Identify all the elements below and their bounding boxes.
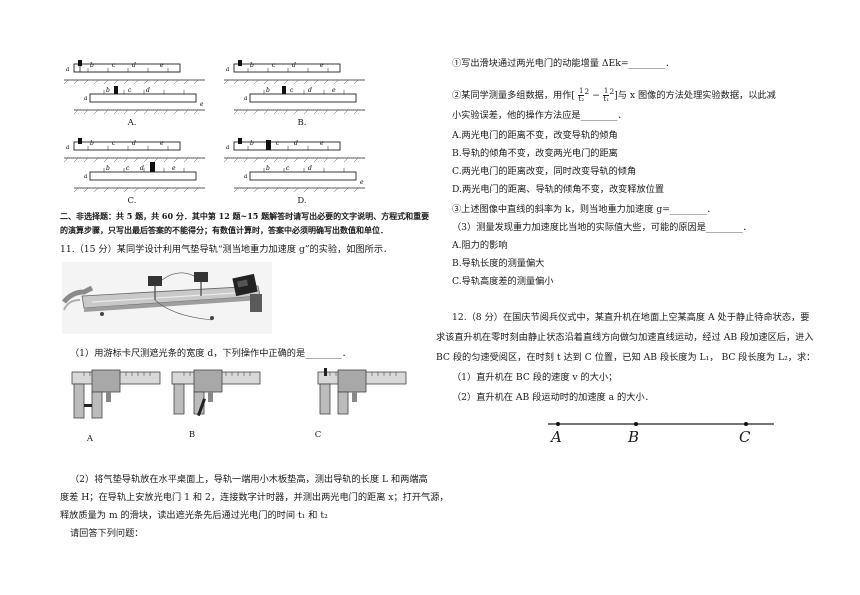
svg-text:c: c — [286, 165, 290, 172]
q11-part2-line1: （2）将气垫导轨放在水平桌面上，导轨一端用小木板垫高，测出导轨的长度 L 和两端… — [70, 474, 428, 485]
point-label-a: A — [551, 428, 562, 446]
fraction-denominator: t₂ — [578, 95, 584, 104]
svg-text:b: b — [106, 87, 110, 94]
caliper-label-c: C — [314, 430, 322, 440]
svg-text:e: e — [200, 101, 204, 108]
svg-text:a: a — [226, 144, 230, 151]
svg-text:d: d — [308, 165, 312, 172]
point-label-c: C — [739, 428, 751, 446]
q11-part1: （1）用游标卡尺测遮光条的宽度 d，下列操作中正确的是________． — [70, 348, 352, 359]
q11-part3-option-c: C.导轨高度差的测量偏小 — [452, 276, 554, 287]
svg-text:a: a — [226, 66, 230, 73]
svg-text:a: a — [244, 173, 248, 180]
q11-option-b: B.导轨的倾角不变，改变两光电门的距离 — [452, 148, 618, 159]
svg-text:d: d — [308, 87, 312, 94]
svg-text:a: a — [84, 173, 88, 180]
svg-text:c: c — [276, 140, 280, 147]
rail-figure-c: a b c d e a b c d e — [63, 138, 205, 193]
fraction-numerator: 1 — [602, 87, 610, 97]
q12-question2: （2）直升机在 AB 段运动时的加速度 a 的大小． — [452, 392, 654, 403]
q11-sub2-line2: 小实验误差，他的操作方法应是________． — [452, 110, 627, 121]
svg-text:a: a — [244, 95, 248, 102]
air-track-photo — [62, 262, 272, 334]
abc-line-diagram — [548, 422, 774, 426]
svg-text:a: a — [66, 66, 70, 73]
svg-text:c: c — [128, 87, 132, 94]
svg-text:c: c — [112, 140, 116, 147]
q11-sub2-prefix: ②某同学测量多组数据，用作[ — [452, 90, 576, 102]
svg-text:e: e — [332, 87, 336, 94]
svg-text:e: e — [320, 140, 324, 147]
q11-sub2-middle: ]与 x 图像的方法处理实验数据，以此减 — [614, 90, 776, 102]
svg-text:e: e — [172, 165, 176, 172]
q11-part3-option-a: A.阻力的影响 — [452, 240, 508, 251]
rail-figure-a: a b c d e a b c d e — [63, 60, 205, 115]
svg-text:d: d — [294, 140, 298, 147]
q12-line2: 求该直升机在零时刻由静止状态沿着直线方向做匀加速直线运动，经过 AB 段加速区后… — [436, 332, 814, 343]
svg-text:c: c — [112, 62, 116, 69]
svg-text:d: d — [132, 62, 136, 69]
rail-figure-d: a b c d e a b c d e — [223, 138, 365, 193]
svg-text:b: b — [90, 62, 94, 69]
caliper-label-b: B — [188, 430, 196, 440]
svg-text:b: b — [106, 165, 110, 172]
svg-text:b: b — [250, 140, 254, 147]
svg-text:d: d — [146, 87, 150, 94]
q12-line3: BC 段的匀速受阅区，在时刻 t 达到 C 位置，已知 AB 段长度为 L₁， … — [436, 352, 816, 363]
svg-text:b: b — [250, 62, 254, 69]
svg-text:e: e — [160, 62, 164, 69]
svg-text:b: b — [90, 140, 94, 147]
svg-text:a: a — [66, 144, 70, 151]
svg-text:b: b — [266, 165, 270, 172]
svg-text:e: e — [160, 140, 164, 147]
svg-text:d: d — [132, 140, 136, 147]
figure-label-a: A. — [127, 118, 137, 128]
q11-part2-line2: 度差 H；在导轨上安放光电门 1 和 2，连接数字计时器，并测出两光电门的距离 … — [60, 492, 449, 503]
q12-question1: （1）直升机在 BC 段的速度 v 的大小； — [452, 372, 618, 383]
q11-part2-line4: 请回答下列问题： — [70, 528, 144, 539]
figure-label-d: D. — [297, 196, 307, 206]
caliper-option-c — [317, 368, 407, 415]
figure-label-c: C. — [127, 196, 137, 206]
svg-text:c: c — [272, 62, 276, 69]
q11-option-c: C.两光电门的距离改变，同时改变导轨的倾角 — [452, 166, 637, 177]
q11-part3: （3）测量发现重力加速度比当地的实际值大些，可能的原因是________． — [452, 222, 752, 233]
q11-part3-option-b: B.导轨长度的测量偏大 — [452, 258, 545, 269]
rail-figure-b: a b c d e a b c d e — [223, 60, 365, 115]
section-heading-line2: 的演算步骤，只写出最后答案的不能得分；有数值计算时，答案中必须明确写出数值和单位… — [60, 225, 388, 235]
svg-text:e: e — [320, 62, 324, 69]
rail-figure-grid: a b c d e a b c d e A. — [60, 58, 365, 208]
caliper-label-a: A — [86, 434, 94, 444]
section-heading-line1: 二、非选择题：共 5 题，共 60 分．其中第 12 题~15 题解答时请写出必… — [60, 211, 430, 221]
q12-line1: 12.（8 分）在国庆节阅兵仪式中，某直升机在地面上空某高度 A 处于静止待命状… — [452, 312, 810, 323]
q11-sub3: ③上述图像中直线的斜率为 k，则当地重力加速度 g=________． — [452, 204, 716, 215]
svg-text:a: a — [84, 95, 88, 102]
fraction-denominator: t₁ — [603, 95, 609, 104]
svg-text:c: c — [126, 165, 130, 172]
svg-text:e: e — [360, 179, 364, 186]
svg-text:b: b — [266, 87, 270, 94]
q11-option-d: D.两光电门的距离、导轨的倾角不变，改变释放位置 — [452, 184, 665, 195]
fraction-numerator: 1 — [577, 87, 585, 97]
caliper-option-b — [171, 369, 261, 417]
svg-text:d: d — [140, 165, 144, 172]
q11-option-a: A.两光电门的距离不变，改变导轨的倾角 — [452, 130, 618, 141]
q11-part2-line3: 释放质量为 m 的滑块，读出遮光条先后通过光电门的时间 t₁ 和 t₂ — [60, 510, 328, 521]
q11-sub1: ①写出滑块通过两光电门的动能增量 ΔEk=________． — [452, 58, 675, 69]
point-label-b: B — [628, 428, 640, 446]
svg-text:c: c — [290, 87, 294, 94]
q11-stem: 11.（15 分）某同学设计利用气垫导轨“测当地重力加速度 g”的实验，如图所示… — [60, 244, 393, 255]
svg-text:d: d — [292, 62, 296, 69]
figure-label-b: B. — [297, 118, 307, 128]
caliper-option-a — [71, 369, 161, 419]
